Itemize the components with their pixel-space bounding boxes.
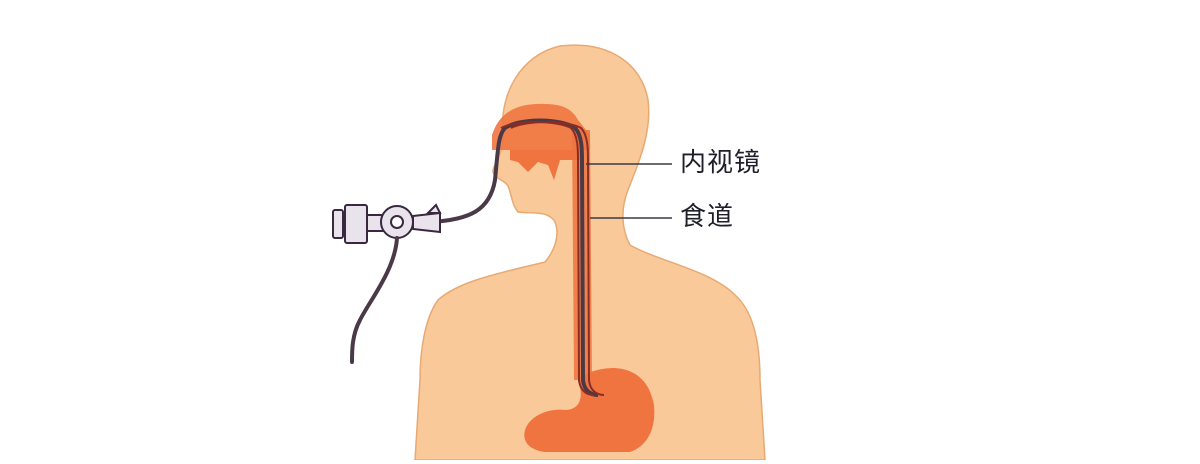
stomach xyxy=(524,368,655,452)
label-esophagus: 食道 xyxy=(680,202,735,232)
endoscope-handpiece xyxy=(332,203,442,244)
nasal-cavity xyxy=(492,103,590,180)
label-endoscope: 内视镜 xyxy=(680,148,762,178)
light-cable xyxy=(350,236,399,364)
endoscope-tube xyxy=(429,118,605,397)
